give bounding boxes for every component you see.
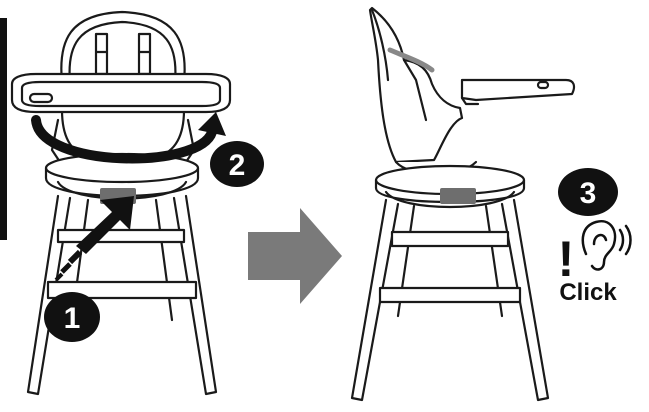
step-number-1: 1 — [64, 302, 81, 335]
step-badge-3: 3 — [558, 168, 618, 216]
step-badge-1: 1 — [44, 292, 100, 342]
click-label: Click — [559, 279, 617, 306]
step-number-3: 3 — [580, 177, 597, 210]
ear-sound-icon — [583, 221, 631, 269]
release-button-right — [440, 188, 476, 204]
step-number-2: 2 — [229, 149, 246, 182]
step-badge-2: 2 — [210, 141, 264, 187]
right-arrow-icon — [248, 208, 342, 304]
left-edge-bar — [0, 18, 7, 240]
